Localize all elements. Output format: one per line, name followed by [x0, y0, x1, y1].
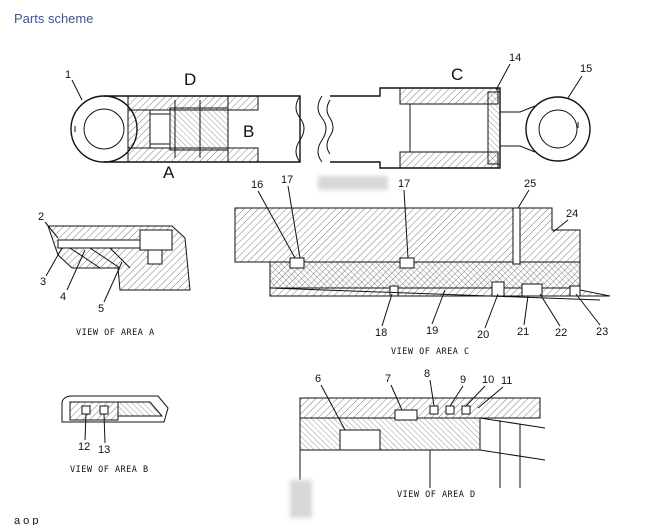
- callout-10: 10: [482, 374, 494, 386]
- watermark-blur-top: [318, 176, 388, 190]
- callout-11: 11: [501, 375, 512, 387]
- callout-23: 23: [596, 326, 608, 338]
- view-area-a: [47, 225, 191, 291]
- callout-12: 12: [78, 441, 90, 453]
- callout-17a: 17: [281, 174, 293, 186]
- view-area-b: [61, 395, 169, 423]
- caption-area-d: VIEW OF AREA D: [397, 490, 476, 500]
- callout-9: 9: [460, 374, 466, 386]
- page-title: Parts scheme: [14, 11, 94, 26]
- callout-24: 24: [566, 208, 578, 220]
- callout-1: 1: [65, 69, 71, 81]
- caption-area-b: VIEW OF AREA B: [70, 465, 149, 475]
- callout-18: 18: [375, 327, 387, 339]
- callout-4: 4: [60, 291, 66, 303]
- callout-8: 8: [424, 368, 430, 380]
- watermark-blur-bottom: [290, 480, 312, 518]
- label-b: B: [243, 122, 254, 141]
- callout-22: 22: [555, 327, 567, 339]
- callout-19: 19: [426, 325, 438, 337]
- label-a: A: [163, 163, 175, 182]
- callout-21: 21: [517, 326, 529, 338]
- callout-20: 20: [477, 329, 489, 341]
- main-cylinder: [70, 87, 591, 169]
- caption-area-a: VIEW OF AREA A: [76, 328, 155, 338]
- callout-6: 6: [315, 373, 321, 385]
- callout-5: 5: [98, 303, 104, 315]
- label-c: C: [451, 65, 463, 84]
- callout-16: 16: [251, 179, 263, 191]
- footer-text: а о р: [14, 515, 38, 525]
- callout-14: 14: [509, 52, 521, 64]
- callout-25: 25: [524, 178, 536, 190]
- view-area-c: [234, 207, 611, 301]
- callout-15: 15: [580, 63, 592, 75]
- caption-area-c: VIEW OF AREA C: [391, 347, 470, 357]
- callout-3: 3: [40, 276, 46, 288]
- callout-2: 2: [38, 211, 44, 223]
- callout-17b: 17: [398, 178, 410, 190]
- view-area-d: [299, 397, 546, 488]
- label-d: D: [184, 70, 196, 89]
- callout-7: 7: [385, 373, 391, 385]
- callout-13: 13: [98, 444, 110, 456]
